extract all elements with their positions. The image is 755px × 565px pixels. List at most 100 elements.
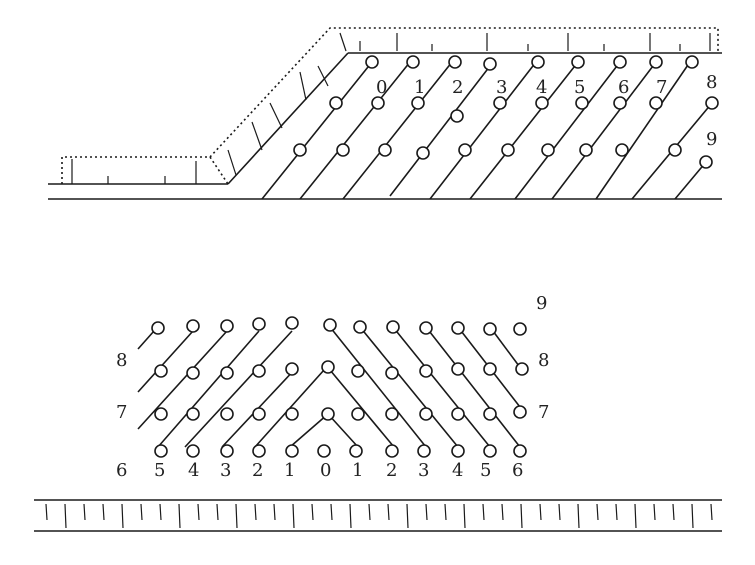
bottom-label: 0 (320, 460, 331, 481)
blast-hole (615, 143, 629, 157)
side-label-right-8: 8 (538, 350, 549, 371)
strip-tick (501, 503, 504, 521)
strip-tick (311, 503, 314, 521)
blast-hole (571, 55, 585, 69)
top-label-0: 0 (376, 77, 387, 98)
strip-tick (64, 503, 67, 529)
blast-hole (513, 322, 527, 336)
strip-tick (596, 503, 599, 521)
blast-hole (293, 143, 307, 157)
blast-hole (579, 143, 593, 157)
blast-hole (451, 362, 465, 376)
blast-hole (351, 407, 365, 421)
bottom-blast-hole-lines (137, 326, 523, 448)
top-blast-hole-lines (261, 61, 713, 200)
strip-tick (254, 503, 257, 521)
strip-tick (197, 503, 200, 521)
blast-hole (351, 364, 365, 378)
ground-strip-ticks (45, 503, 713, 529)
blast-hole (699, 155, 713, 169)
strip-tick (615, 503, 618, 521)
blast-hole (535, 96, 549, 110)
blast-hole (483, 322, 497, 336)
blast-hole (448, 55, 462, 69)
blast-hole (575, 96, 589, 110)
blast-hole (154, 407, 168, 421)
blast-hole (378, 143, 392, 157)
blast-hole (317, 444, 331, 458)
slope-face (227, 52, 349, 185)
strip-tick (425, 503, 428, 521)
blast-hole (531, 55, 545, 69)
bench-ticks-lower (71, 159, 197, 184)
blast-hole (220, 407, 234, 421)
strip-tick (140, 503, 143, 521)
strip-tick (558, 503, 561, 521)
blast-hole (371, 96, 385, 110)
blast-hole (649, 55, 663, 69)
bottom-label: 2 (386, 460, 397, 481)
blast-hole (154, 364, 168, 378)
bottom-label: 2 (252, 460, 263, 481)
strip-tick (710, 503, 713, 521)
blast-hole (385, 366, 399, 380)
bottom-delay-labels: 6 5 4 3 2 1 0 1 2 3 4 5 6 (116, 460, 523, 481)
side-label-left-8: 8 (116, 350, 127, 371)
blast-hole (513, 405, 527, 419)
blast-hole (483, 57, 497, 71)
top-holes (293, 55, 719, 169)
blast-hole (450, 109, 464, 123)
bottom-label: 4 (452, 460, 463, 481)
strip-tick (444, 503, 447, 521)
blast-hole (386, 320, 400, 334)
bottom-label: 5 (154, 460, 165, 481)
blast-hole (252, 444, 266, 458)
blast-hole (336, 143, 350, 157)
top-label-4: 4 (536, 77, 547, 98)
blast-hole (419, 321, 433, 335)
blast-hole (285, 444, 299, 458)
blast-hole (349, 444, 363, 458)
blast-hole (151, 321, 165, 335)
strip-tick (520, 503, 523, 529)
blast-hole (451, 407, 465, 421)
strip-tick (83, 503, 86, 521)
strip-tick (672, 503, 675, 521)
bottom-label: 1 (284, 460, 295, 481)
blast-hole (411, 96, 425, 110)
strip-tick (216, 503, 219, 521)
blast-hole (705, 96, 719, 110)
upper-bench-outline (209, 27, 719, 158)
blast-hole (417, 444, 431, 458)
bottom-label: 6 (512, 460, 523, 481)
blast-hole (483, 362, 497, 376)
blast-hole (483, 407, 497, 421)
strip-tick (330, 503, 333, 521)
strip-tick (463, 503, 466, 529)
blast-hole (186, 407, 200, 421)
blast-hole (416, 146, 430, 160)
blast-hole (668, 143, 682, 157)
blast-hole (451, 444, 465, 458)
blast-hole (649, 96, 663, 110)
bottom-holes (151, 316, 529, 458)
blast-hole (321, 360, 335, 374)
side-label-right-9: 9 (536, 293, 547, 314)
blast-hole (154, 444, 168, 458)
blast-hole (252, 317, 266, 331)
strip-tick (387, 503, 390, 521)
blast-hole (329, 96, 343, 110)
blast-hole (365, 55, 379, 69)
blast-hole (186, 366, 200, 380)
blast-hole (483, 444, 497, 458)
bottom-label: 1 (352, 460, 363, 481)
blast-hole (220, 366, 234, 380)
blast-hole (515, 362, 529, 376)
top-label-6: 6 (618, 77, 629, 98)
strip-tick (273, 503, 276, 521)
blast-hole (220, 319, 234, 333)
blast-hole (613, 55, 627, 69)
blast-hole (323, 318, 337, 332)
strip-tick (653, 503, 656, 521)
